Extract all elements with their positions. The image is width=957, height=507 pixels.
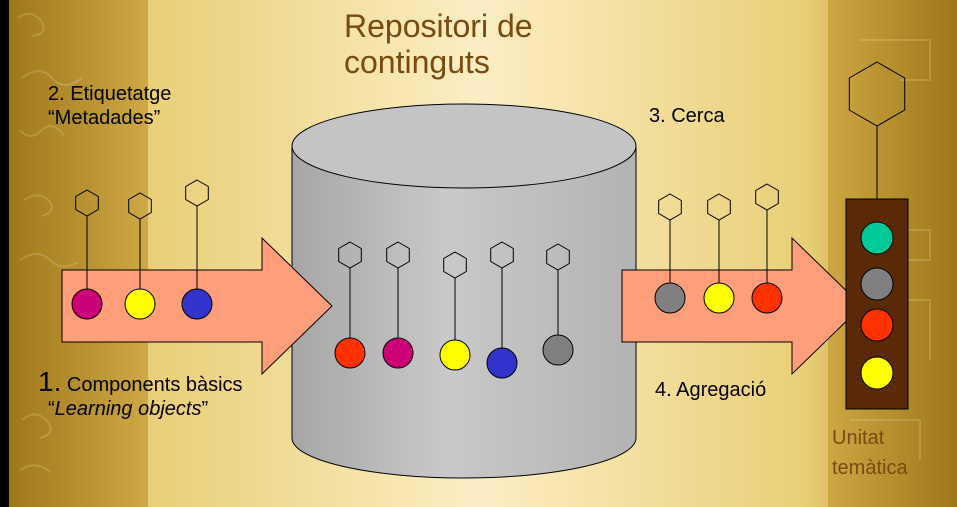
aggregation-label: 4. Agregació [655,379,767,401]
unit-object-3-ball [860,308,894,342]
repository-object-4-tag-hexagon [490,241,514,269]
unit-tag-hexagon [848,61,906,127]
search-object-3-tag-hexagon [755,183,779,211]
search-object-2-ball [703,282,735,314]
unit-label: Unitat temàtica [832,423,908,483]
repository-object-3 [439,251,471,371]
repository-title: Repositori de continguts [344,8,533,80]
unit-object-1-ball [860,221,894,255]
tagging-object-3 [181,179,213,320]
tagging-object-2 [124,192,156,320]
tagging-object-1-ball [71,288,103,320]
search-object-1 [654,193,686,314]
components-line-1: 1. Components bàsics [38,368,243,397]
components-line-2: “Learning objects” [48,397,243,421]
repository-object-1 [334,241,366,369]
repository-object-5-ball [542,334,574,366]
left-black-border [0,0,9,507]
repository-object-3-tag-hexagon [443,251,467,279]
tagging-label: 2. Etiquetatge “Metadades” [48,82,171,130]
search-label: 3. Cerca [649,105,725,127]
tagging-object-3-ball [181,288,213,320]
search-object-2 [703,193,735,314]
components-quote-close: ” [201,398,209,420]
unit-object-4-ball [860,356,894,390]
components-quote-open: “ [48,398,55,420]
repository-object-2-tag-hexagon [386,241,410,269]
repository-cylinder [291,103,637,479]
tagging-object-1-tag-hexagon [75,189,99,217]
components-label: 1. Components bàsics “Learning objects” [38,368,243,421]
tagging-object-1 [71,189,103,320]
search-object-3-ball [751,282,783,314]
title-line-1: Repositori de [344,8,533,44]
tagging-object-3-tag-hexagon [185,179,209,207]
unit-object-2-ball [860,267,894,301]
learning-objects-layer [71,61,906,390]
tagging-object-2-tag-hexagon [128,192,152,220]
tagging-object-2-ball [124,288,156,320]
components-italic: Learning objects [54,398,202,420]
repository-object-2-ball [382,337,414,369]
search-object-3 [751,183,783,314]
unit-label-line-1: Unitat [832,427,885,449]
search-object-1-tag-hexagon [658,193,682,221]
search-object-2-tag-hexagon [707,193,731,221]
title-line-2: continguts [344,44,490,80]
repository-object-5-tag-hexagon [546,243,570,271]
repository-object-1-ball [334,337,366,369]
components-text: Components bàsics [61,374,243,396]
search-object-1-ball [654,282,686,314]
repository-object-4-ball [486,347,518,379]
tagging-line-2: “Metadades” [48,107,161,129]
tagging-line-1: 2. Etiquetatge [48,83,172,105]
unit-label-line-2: temàtica [832,457,908,479]
left-decor-band [8,0,148,507]
repository-object-5 [542,243,574,366]
search-arrow [621,236,863,376]
repository-object-4 [486,241,518,379]
repository-object-3-ball [439,339,471,371]
components-number: 1. [38,366,62,397]
repository-object-2 [382,241,414,369]
repository-object-1-tag-hexagon [338,241,362,269]
